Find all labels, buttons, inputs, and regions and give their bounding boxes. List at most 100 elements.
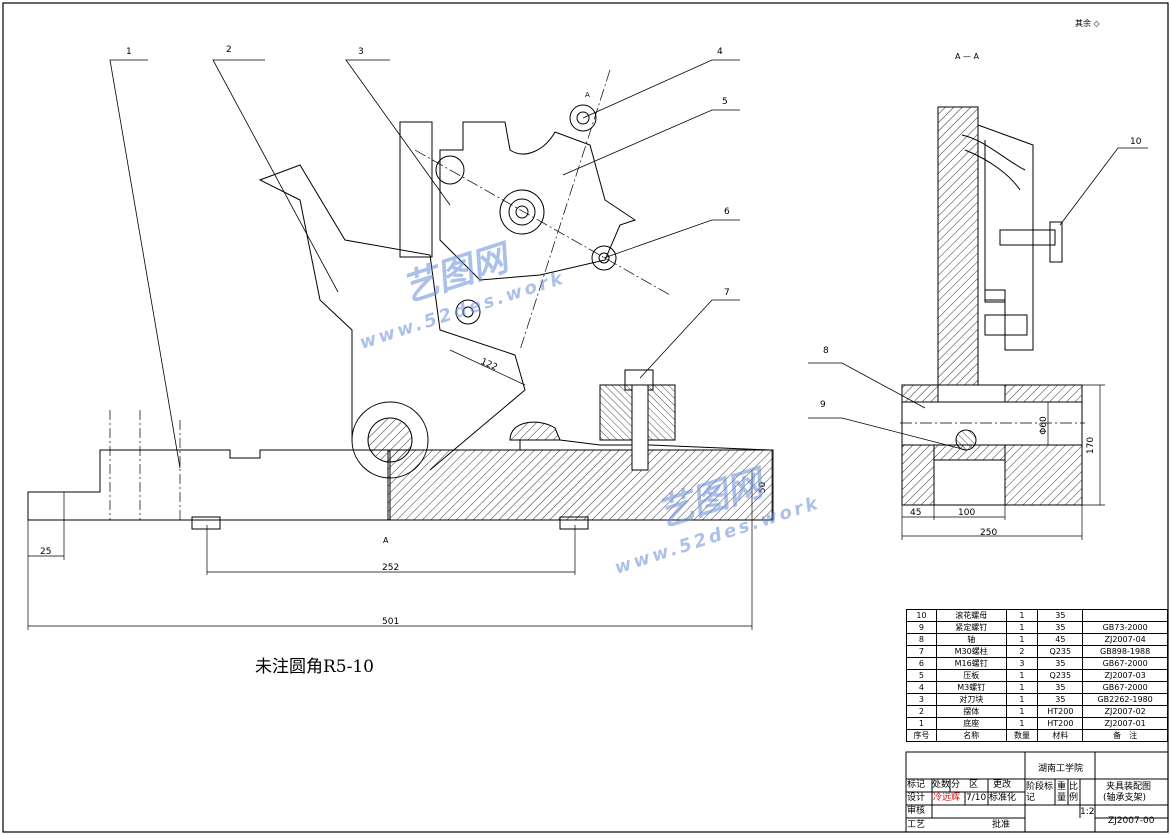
- bom-cell: Q235: [1037, 645, 1084, 658]
- bom-cell: 10: [906, 609, 937, 622]
- fillet-note: 未注圆角R5-10: [255, 657, 374, 677]
- dim-phi60: Φ60: [1038, 416, 1049, 435]
- bom-cell: 1: [1005, 609, 1039, 622]
- dim-25: 25: [40, 547, 52, 557]
- bom-cell: [1082, 609, 1168, 622]
- bom-cell: 1: [1005, 669, 1039, 682]
- label-zone: 分 区: [951, 780, 979, 790]
- dim-501: 501: [382, 617, 400, 627]
- bom-cell: Q235: [1037, 669, 1084, 682]
- front-view: [27, 59, 774, 630]
- bom-cell: 轴: [935, 633, 1007, 646]
- bom-cell: ZJ2007-04: [1082, 633, 1168, 646]
- label-review: 审核: [907, 806, 926, 816]
- bom-cell: 5: [906, 669, 937, 682]
- dim-100: 100: [958, 508, 976, 518]
- bom-cell: 35: [1037, 681, 1084, 694]
- callout-3: 3: [358, 47, 364, 57]
- label-mark: 标记: [907, 780, 926, 790]
- bom-cell: 6: [906, 657, 937, 670]
- bom-cell: 35: [1037, 657, 1084, 670]
- bom-cell: HT200: [1037, 717, 1084, 730]
- bom-header-cell: 材料: [1037, 729, 1084, 742]
- label-weight: 重量: [1057, 782, 1067, 803]
- bom-cell: 紧定螺钉: [935, 621, 1007, 634]
- bom-cell: 对刀块: [935, 693, 1007, 706]
- label-approve: 批准: [992, 820, 1011, 830]
- drawing-number: ZJ2007-00: [1108, 816, 1155, 826]
- bom-cell: 35: [1037, 621, 1084, 634]
- callout-9: 9: [820, 400, 826, 410]
- bom-cell: 7: [906, 645, 937, 658]
- label-scale: 比例: [1069, 782, 1079, 803]
- section-label: A — A: [955, 52, 980, 61]
- bom-cell: 1: [1005, 633, 1039, 646]
- label-change: 更改: [993, 780, 1012, 790]
- bom-header-row: 序号名称数量材料备 注: [906, 729, 1168, 742]
- bom-cell: HT200: [1037, 705, 1084, 718]
- bom-cell: ZJ2007-03: [1082, 669, 1168, 682]
- bom-cell: 1: [1005, 717, 1039, 730]
- bom-cell: GB73-2000: [1082, 621, 1168, 634]
- bom-cell: 35: [1037, 609, 1084, 622]
- designer-name: 冷远辉: [933, 793, 961, 803]
- bom-cell: 2: [1005, 645, 1039, 658]
- bom-cell: 1: [1005, 693, 1039, 706]
- bom-cell: 4: [906, 681, 937, 694]
- title-block-frame: [905, 751, 1169, 833]
- label-standardize: 标准化: [989, 793, 1017, 803]
- callout-5: 5: [722, 97, 728, 107]
- label-process: 工艺: [907, 820, 926, 830]
- bom-header-cell: 数量: [1005, 729, 1039, 742]
- callout-4: 4: [717, 47, 723, 57]
- callout-1: 1: [126, 47, 132, 57]
- school-name: 湖南工学院: [1038, 764, 1084, 774]
- section-view: [808, 106, 1148, 540]
- section-mark: A: [383, 536, 389, 545]
- scale-value: 1:2: [1080, 807, 1095, 817]
- bom-cell: 3: [906, 693, 937, 706]
- bom-cell: M3螺钉: [935, 681, 1007, 694]
- drawing-subtitle: (轴承支架): [1103, 793, 1147, 803]
- dim-252: 252: [382, 563, 400, 573]
- bom-cell: GB67-2000: [1082, 681, 1168, 694]
- callout-7: 7: [724, 288, 730, 298]
- bom-cell: 滚花螺母: [935, 609, 1007, 622]
- bom-header-cell: 名称: [935, 729, 1007, 742]
- dim-250: 250: [980, 528, 998, 538]
- bom-cell: 45: [1037, 633, 1084, 646]
- callout-8: 8: [823, 346, 829, 356]
- callout-2: 2: [226, 45, 232, 55]
- bom-cell: GB898-1988: [1082, 645, 1168, 658]
- bom-cell: 1: [1005, 705, 1039, 718]
- design-date: 7/10: [966, 793, 987, 803]
- bom-cell: 3: [1005, 657, 1039, 670]
- section-mark-top: A: [585, 91, 590, 99]
- bom-cell: M16螺钉: [935, 657, 1007, 670]
- dim-170: 170: [1086, 436, 1097, 455]
- bom-cell: 1: [906, 717, 937, 730]
- bom-cell: 1: [1005, 681, 1039, 694]
- bom-cell: ZJ2007-01: [1082, 717, 1168, 730]
- bom-cell: M30螺柱: [935, 645, 1007, 658]
- bom-cell: ZJ2007-02: [1082, 705, 1168, 718]
- bom-cell: 底座: [935, 717, 1007, 730]
- corner-roughness-note: 其余 ◇: [1075, 19, 1100, 28]
- bom-cell: 摆体: [935, 705, 1007, 718]
- label-design: 设计: [907, 793, 926, 803]
- bom-cell: 9: [906, 621, 937, 634]
- label-stage: 阶段标记: [1026, 782, 1054, 803]
